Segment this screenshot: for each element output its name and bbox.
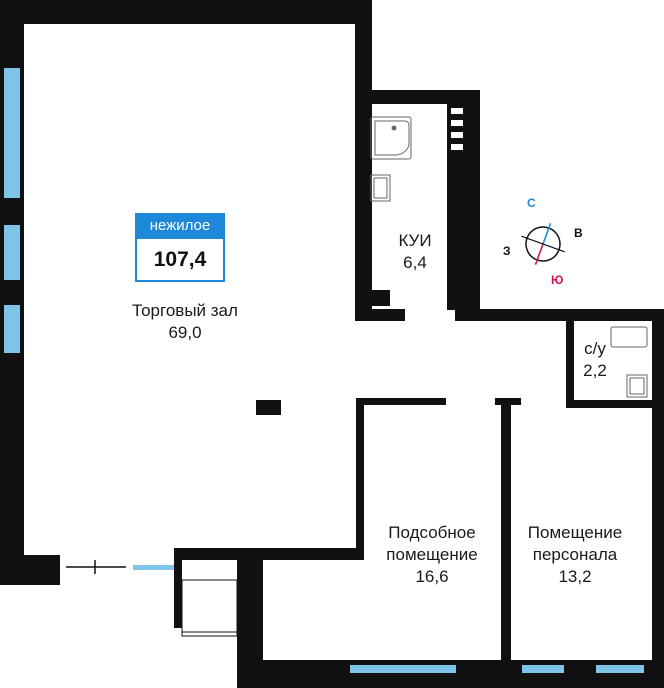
windows <box>4 68 644 673</box>
room-name: Торговый зал <box>132 301 238 320</box>
room-sales-hall: Торговый зал 69,0 <box>100 300 270 344</box>
compass-north: С <box>527 196 536 210</box>
room-name: КУИ <box>398 231 432 250</box>
room-name: с/у <box>584 339 606 358</box>
room-utility: Подсобное помещение 16,6 <box>362 522 502 588</box>
entrance-door <box>66 560 126 574</box>
compass-east: В <box>574 226 583 240</box>
wc-fixtures-icon <box>610 326 648 398</box>
room-name-line1: Помещение <box>527 523 623 542</box>
sink-icon <box>370 174 391 202</box>
area-badge: нежилое 107,4 <box>135 213 225 282</box>
room-name-line2: персонала <box>532 545 618 564</box>
room-area: 6,4 <box>403 253 427 272</box>
compass-south: Ю <box>551 273 564 287</box>
room-name-line1: Подсобное <box>388 523 476 542</box>
room-area: 16,6 <box>415 567 449 586</box>
room-kui: КУИ 6,4 <box>380 230 450 274</box>
vestibule <box>181 579 238 637</box>
compass-west: З <box>503 244 511 258</box>
room-area: 13,2 <box>558 567 592 586</box>
room-area: 2,2 <box>583 361 607 380</box>
badge-type-label: нежилое <box>135 213 225 239</box>
room-wc: с/у 2,2 <box>572 338 618 382</box>
room-staff: Помещение персонала 13,2 <box>505 522 645 588</box>
badge-total-area: 107,4 <box>135 239 225 282</box>
shower-tray-icon <box>370 116 412 160</box>
room-area: 69,0 <box>168 323 202 342</box>
compass-icon <box>521 223 565 265</box>
vent-shaft <box>451 108 463 150</box>
room-name-line2: помещение <box>386 545 478 564</box>
